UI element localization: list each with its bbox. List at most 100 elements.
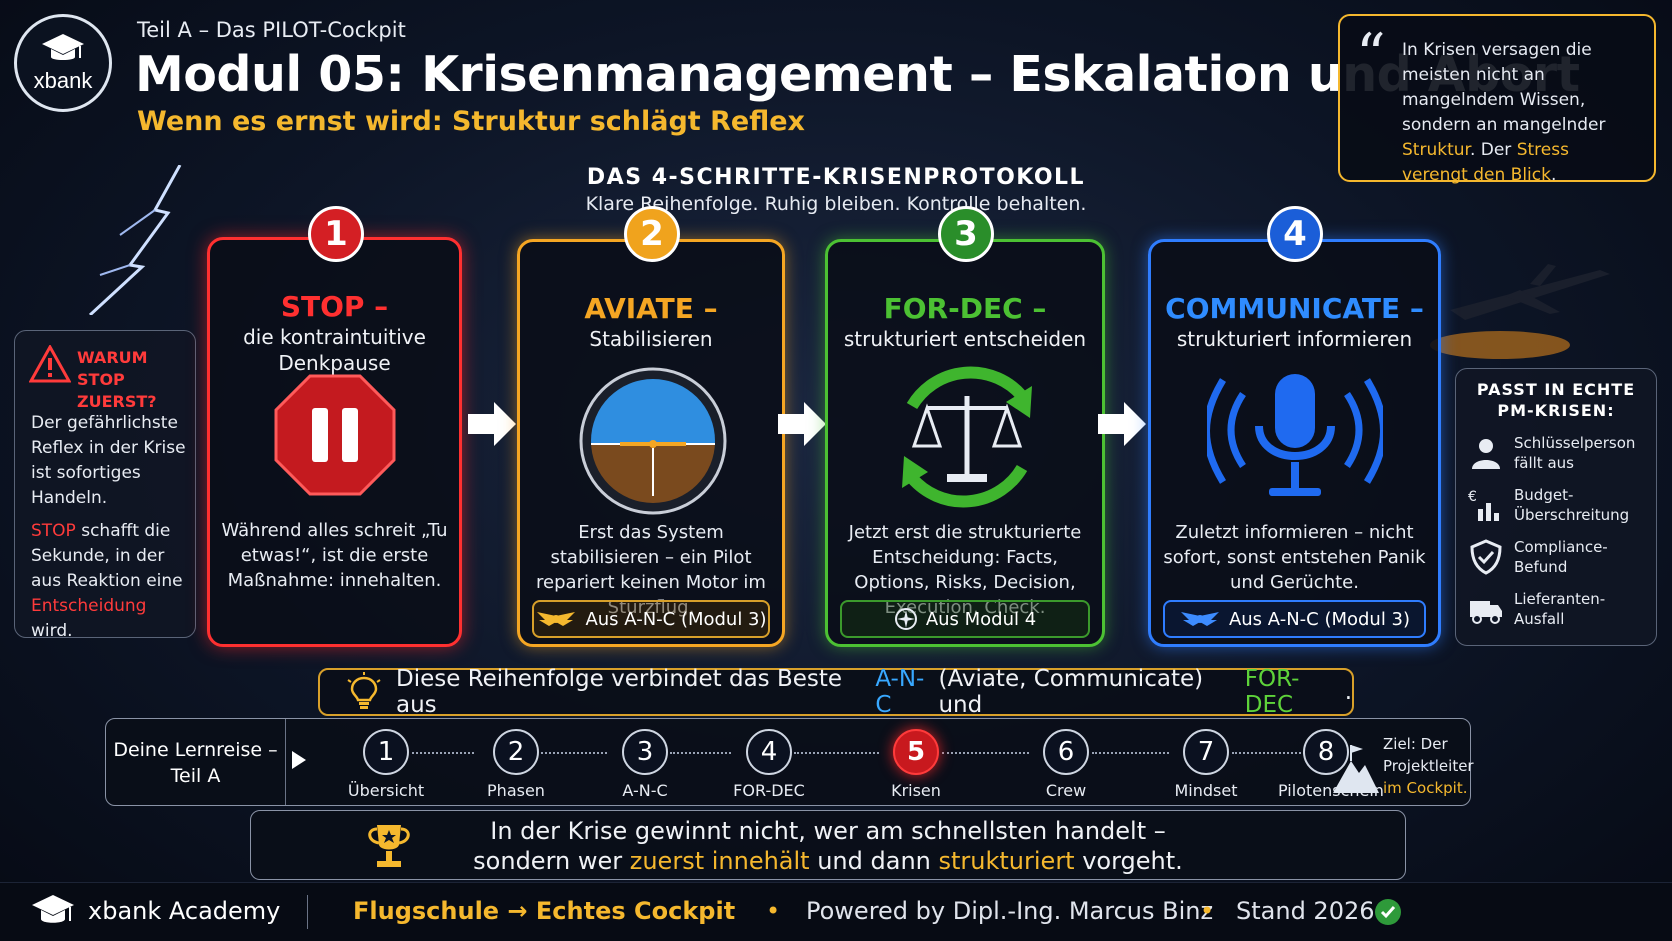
step-card-aviate: 2 AVIATE – Stabilisieren Erst das System… (517, 206, 785, 647)
quote-text-1: In Krisen versagen die meisten nicht an … (1402, 40, 1606, 135)
journey-connector (412, 752, 474, 754)
warum-stop-title: WARUM STOP ZUERST? (77, 348, 157, 411)
pm-crisis-label: Budget-Überschreitung (1514, 486, 1630, 524)
step-card-fordec: 3 FOR-DEC – strukturiert entscheiden Jet… (825, 206, 1105, 647)
scales-cycle-icon (902, 366, 1032, 508)
step-subtitle: strukturiert entscheiden (843, 327, 1087, 351)
step-subtitle: Stabilisieren (589, 327, 713, 351)
step-number-badge: 2 (624, 206, 680, 262)
check-circle-icon (1375, 899, 1401, 925)
step-number-badge: 1 (308, 206, 364, 262)
pm-crises-card: PASST IN ECHTE PM-KRISEN: Schlüsselperso… (1455, 368, 1657, 646)
attitude-indicator-icon (579, 367, 727, 515)
insight-bar: Diese Reihenfolge verbindet das Beste au… (318, 666, 1354, 718)
protocol-subtitle: Klare Reihenfolge. Ruhig bleiben. Kontro… (585, 193, 1087, 215)
pilot-wings-icon (1180, 612, 1219, 626)
warum-stop-text-2: STOP schafft die Sekunde, in der aus Rea… (31, 519, 191, 644)
statement-text-c: vorgeht. (1074, 847, 1183, 875)
microphone-icon (1207, 374, 1383, 496)
footer-divider (307, 895, 308, 929)
warum-stop-end: wird. (31, 621, 73, 641)
step-title: AVIATE – (584, 292, 718, 325)
pm-crises-title: PASST IN ECHTE PM-KRISEN: (1476, 380, 1636, 420)
airplane-icon (1430, 264, 1610, 359)
module-reference-label: Aus Modul 4 (925, 608, 1037, 630)
footer-brand: xbank Academy (88, 897, 281, 925)
statement-line-2: sondern wer zuerst innehält und dann str… (251, 846, 1405, 876)
footer-separator-dot: • (766, 897, 781, 925)
page-subtitle: Wenn es ernst wird: Struktur schlägt Ref… (137, 106, 805, 137)
warning-icon (29, 345, 71, 383)
quote-highlight-1: Struktur (1402, 140, 1470, 160)
journey-goal-text: Ziel: Der Projektleiter im Cockpit. (1383, 733, 1474, 799)
journey-step-label: Übersicht (347, 781, 425, 800)
step-title: FOR-DEC – (883, 292, 1047, 325)
step-description: Zuletzt informieren – nicht sofort, sons… (1163, 522, 1426, 593)
trophy-icon (368, 825, 410, 867)
step-title: STOP – (280, 290, 389, 323)
journey-step-number: 1 (363, 729, 409, 775)
journey-step-number: 7 (1183, 729, 1229, 775)
pilot-wings-icon (537, 612, 576, 626)
journey-goal: Ziel: Der Projektleiter im Cockpit. (1331, 733, 1474, 799)
step-subtitle: die kontraintuitive Denkpause (243, 325, 426, 375)
statement-line-1: In der Krise gewinnt nicht, wer am schne… (490, 817, 1166, 845)
step-card-communicate: 4 COMMUNICATE – strukturiert informieren… (1148, 206, 1441, 647)
journey-step-label: Krisen (891, 781, 941, 800)
quote-text-3: . (1550, 165, 1557, 185)
stop-word: STOP (31, 521, 76, 541)
graduation-cap-icon (42, 34, 84, 60)
protocol-title: DAS 4-SCHRITTE-KRISENPROTOKOLL (586, 165, 1086, 190)
step-number-badge: 3 (938, 206, 994, 262)
statement-text-a: sondern wer (473, 847, 630, 875)
statement-text-b: und dann (809, 847, 939, 875)
footer: xbank Academy Flugschule → Echtes Cockpi… (0, 882, 1672, 941)
xbank-logo: xbank (14, 14, 112, 112)
journey-step-number: 2 (493, 729, 539, 775)
warum-stop-mid: schafft die Sekunde, in der aus Reaktion… (31, 521, 183, 591)
arrow-right-icon (468, 402, 516, 446)
journey-step-number: 8 (1303, 729, 1349, 775)
insight-text-end: . (1344, 679, 1352, 705)
step-description: Erst das System stabilisieren – ein Pilo… (536, 522, 766, 618)
graduation-cap-icon (32, 895, 74, 923)
warum-stop-text-1: Der gefährlichste Reflex in der Krise is… (31, 413, 186, 508)
module-series: Teil A – Das PILOT-Cockpit (137, 18, 406, 42)
journey-step-number: 3 (622, 729, 668, 775)
journey-label: Deine Lernreise – Teil A (106, 719, 286, 805)
lightning-icon (88, 165, 182, 315)
svg-text:€: € (1468, 489, 1477, 505)
insight-text-mid: (Aviate, Communicate) und (938, 666, 1204, 718)
insight-fordec: FOR-DEC (1244, 666, 1300, 718)
decision-word: Entscheidung (31, 596, 147, 616)
quote-box: “ In Krisen versagen die meisten nicht a… (1338, 14, 1656, 185)
person-icon (1472, 439, 1500, 469)
warum-stop-body: Der gefährlichste Reflex in der Krise is… (31, 411, 191, 644)
journey-connector (1232, 752, 1312, 754)
journey-step-label: FOR-DEC (733, 781, 805, 800)
step-number-badge: 4 (1267, 206, 1323, 262)
journey-step-label: Crew (1045, 781, 1087, 800)
pause-stop-sign-icon (274, 374, 396, 496)
module-reference-tag: Aus A-N-C (Modul 3) (532, 600, 770, 638)
journey-step-label: Mindset (1174, 781, 1238, 800)
truck-icon (1470, 601, 1502, 624)
module-reference-tag: Aus Modul 4 (840, 600, 1090, 638)
pm-crisis-label: Lieferanten-Ausfall (1514, 590, 1606, 628)
journey-connector (794, 752, 879, 754)
key-statement: In der Krise gewinnt nicht, wer am schne… (250, 810, 1406, 880)
compass-icon (894, 608, 917, 630)
footer-separator-dot: • (1200, 897, 1215, 925)
pm-crisis-item: Lieferanten-Ausfall (1468, 589, 1644, 629)
goal-text: Ziel: Der Projektleiter (1383, 735, 1474, 775)
arrow-right-icon (1098, 402, 1146, 446)
shield-check-icon (1470, 539, 1502, 575)
